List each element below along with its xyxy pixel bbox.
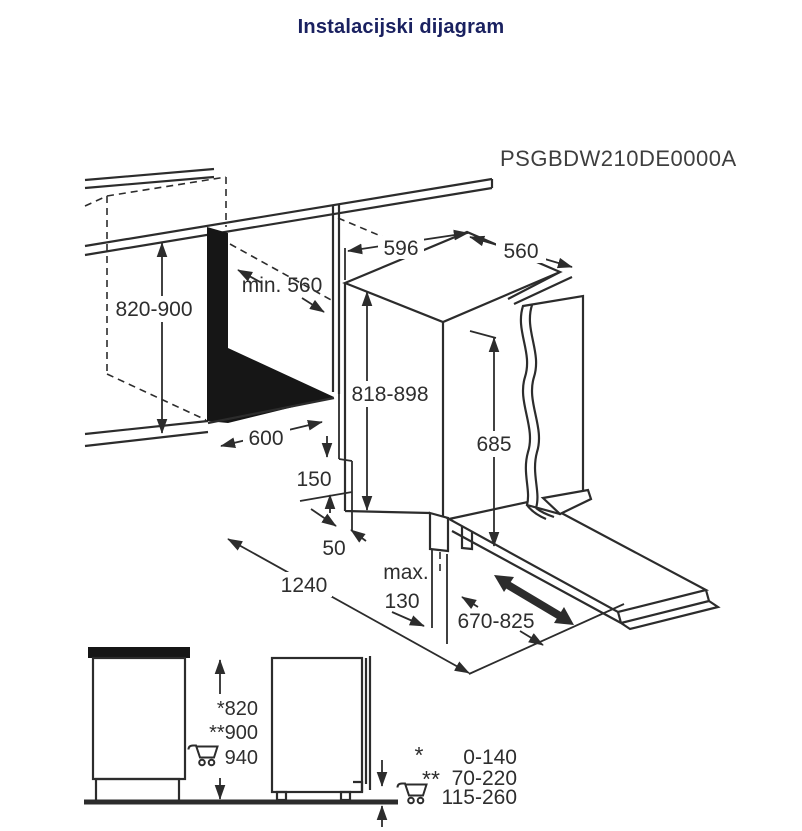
- door-open-reach-label: 670-825: [457, 610, 534, 633]
- height-star-label: *820: [217, 698, 258, 720]
- decor-panel: [507, 271, 593, 521]
- height-double-star-label: **900: [209, 722, 258, 744]
- unit-width-label: 596: [383, 237, 418, 260]
- legend-value-star: 0-140: [463, 746, 517, 769]
- niche-shadow: [207, 227, 334, 423]
- legend-value-cart: 115-260: [441, 786, 517, 809]
- tub-height-label: 685: [476, 433, 511, 456]
- plinth-recess-max-label: max.: [383, 561, 429, 584]
- unit-height-label: 818-898: [351, 383, 428, 406]
- extension-lines: [431, 549, 625, 675]
- door-slide-arrow-icon: [494, 575, 574, 625]
- niche-depth-label: min. 560: [242, 274, 323, 297]
- side-view-height-dimension: *820 **900 940: [187, 659, 258, 800]
- front-clearance-label: 1240: [281, 574, 328, 597]
- side-view-dishwasher: [270, 656, 388, 827]
- dimension-niche-depth: min. 560: [237, 269, 325, 313]
- side-clearance-label: 50: [322, 537, 345, 560]
- dimension-unit-depth: 560: [469, 235, 573, 269]
- dimension-plinth-step: 150: [296, 436, 336, 513]
- dimension-front-clearance: 1240: [227, 538, 470, 674]
- legend-value-double-star: 70-220: [452, 767, 517, 790]
- plinth-step-label: 150: [296, 468, 331, 491]
- open-door: [445, 498, 721, 631]
- dimension-unit-height: 818-898: [347, 291, 433, 511]
- unit-depth-label: 560: [503, 240, 538, 263]
- niche-height-label: 820-900: [115, 298, 192, 321]
- dimension-door-open-reach: 670-825: [457, 596, 544, 646]
- dimension-side-clearance: 50: [310, 508, 367, 560]
- height-cart-label: 940: [225, 747, 258, 769]
- counter-and-niche: [84, 167, 494, 530]
- plinth-recess-value-label: 130: [384, 590, 419, 613]
- dimension-niche-height: 820-900: [109, 242, 199, 434]
- worktop-slab: [88, 647, 190, 658]
- side-view-cabinet: [88, 647, 190, 803]
- dimension-tub-height: 685: [467, 330, 522, 547]
- dimension-unit-width: 596: [344, 229, 469, 280]
- shopping-cart-icon: [187, 744, 219, 767]
- legend: * 0-140 ** 70-220 115-260: [396, 742, 517, 809]
- shopping-cart-icon: [396, 782, 428, 805]
- model-number: PSGBDW210DE0000A: [500, 146, 737, 171]
- dimension-niche-width: 600: [220, 420, 323, 450]
- niche-width-label: 600: [248, 427, 283, 450]
- door-surface: [445, 498, 710, 614]
- dimension-plinth-recess: max. 130: [383, 561, 429, 627]
- page-title: Instalacijski dijagram: [298, 16, 505, 38]
- legend-symbol-star: *: [415, 742, 424, 768]
